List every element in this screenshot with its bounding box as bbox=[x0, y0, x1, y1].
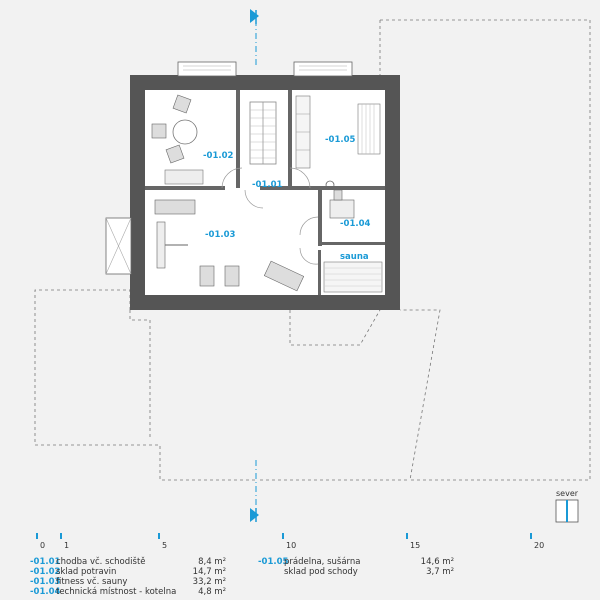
chair-1 bbox=[172, 94, 192, 114]
door-3 bbox=[244, 189, 264, 209]
rack bbox=[156, 221, 166, 269]
scale-bar bbox=[36, 533, 532, 539]
wall-h2 bbox=[260, 186, 385, 190]
drying-rack bbox=[357, 103, 381, 155]
scale-label-1: 1 bbox=[64, 541, 70, 550]
section-arrow-top bbox=[250, 9, 259, 23]
wall-sauna-top bbox=[318, 242, 385, 245]
scale-label-5: 5 bbox=[162, 541, 168, 550]
scale-label-15: 15 bbox=[410, 541, 421, 550]
wall-tech bbox=[318, 186, 322, 246]
label-room-0105: -01.05 bbox=[325, 135, 356, 145]
chair-3 bbox=[165, 144, 185, 164]
bike-2 bbox=[224, 265, 240, 287]
bike-1 bbox=[199, 265, 215, 287]
table-round bbox=[172, 119, 198, 145]
upper-outline-right bbox=[380, 19, 591, 481]
label-sauna: sauna bbox=[340, 252, 369, 262]
sideboard bbox=[164, 169, 204, 185]
label-room-0101: -01.01 bbox=[252, 180, 283, 190]
light-well-1 bbox=[177, 61, 237, 77]
scale-label-20: 20 bbox=[534, 541, 545, 550]
scale-label-0: 0 bbox=[40, 541, 46, 550]
light-well-2 bbox=[293, 61, 353, 77]
label-room-0103: -01.03 bbox=[205, 230, 236, 240]
wall-sauna-left bbox=[318, 250, 321, 295]
chair-2 bbox=[151, 123, 167, 139]
treadmill bbox=[263, 260, 305, 292]
section-arrow-bottom bbox=[250, 508, 259, 522]
door-2 bbox=[289, 167, 311, 189]
wall-h1 bbox=[145, 186, 225, 190]
label-room-0102: -01.02 bbox=[203, 151, 234, 161]
sauna-bench bbox=[323, 261, 383, 293]
wall-stair-right bbox=[288, 90, 292, 188]
wall-stair-left bbox=[236, 90, 240, 188]
compass-label: sever bbox=[556, 489, 579, 498]
label-room-0104: -01.04 bbox=[340, 219, 371, 229]
door-1 bbox=[221, 167, 243, 189]
interior bbox=[145, 90, 385, 295]
door-4 bbox=[299, 216, 319, 236]
upper-outline-left bbox=[34, 289, 255, 481]
drain bbox=[325, 180, 335, 190]
door-5 bbox=[299, 247, 319, 265]
scale-label-10: 10 bbox=[286, 541, 297, 550]
bench bbox=[154, 199, 196, 215]
boiler bbox=[329, 199, 355, 219]
